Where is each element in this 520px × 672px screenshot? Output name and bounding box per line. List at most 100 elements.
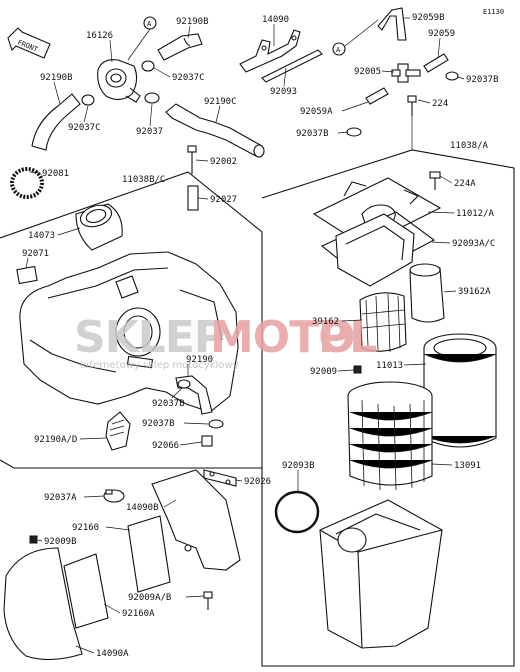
- label-92009: 92009: [310, 367, 337, 377]
- clip-92037: [144, 92, 160, 104]
- label-13091: 13091: [454, 461, 481, 471]
- airbox-base: [319, 499, 443, 649]
- label-92190ad: 92190A/D: [34, 435, 77, 445]
- label-14073: 14073: [28, 231, 55, 241]
- label-92037b-mid: 92037B: [296, 129, 329, 139]
- label-92059a: 92059A: [300, 107, 333, 117]
- label-92093ac: 92093A/C: [452, 239, 495, 249]
- duct-14073: [75, 203, 123, 251]
- label-92005: 92005: [354, 67, 381, 77]
- hose-92190b-top: [157, 33, 203, 61]
- svg-text:A: A: [147, 20, 152, 28]
- filter-assembly-panel: [261, 149, 515, 667]
- label-92037c-top: 92037C: [172, 73, 205, 83]
- callout-a-marker-top: A: [127, 16, 157, 61]
- clip-92037c-left: [81, 94, 95, 106]
- strip-92093: [261, 49, 323, 83]
- label-92190c: 92190C: [204, 97, 237, 107]
- label-14090: 14090: [262, 15, 289, 25]
- watermark: SKLEP MOTO PL internetowy sklep motocykl…: [74, 312, 377, 371]
- hose-92059b: [377, 7, 407, 41]
- front-arrow-icon: FRONT: [7, 27, 51, 59]
- clip-92037b-right: [445, 71, 459, 81]
- hose-92190b-left: [31, 93, 81, 151]
- bracket-92026: [203, 469, 237, 487]
- clip-92037b-mid: [346, 127, 362, 137]
- label-92190b-left: 92190B: [40, 73, 73, 83]
- cartridge-39162a: [409, 263, 445, 323]
- label-11038bc: 11038B/C: [122, 175, 165, 185]
- bolt-92009a-b: [203, 591, 213, 610]
- label-224: 224: [432, 99, 448, 109]
- spring-92081: [10, 167, 44, 199]
- label-92037a: 92037A: [44, 493, 77, 503]
- bolt-92009b: [29, 535, 38, 544]
- label-92093b: 92093B: [282, 461, 315, 471]
- block-92071: [16, 265, 38, 285]
- label-92059: 92059: [428, 29, 455, 39]
- label-92026: 92026: [244, 477, 271, 487]
- figure-code: E1130: [483, 8, 504, 16]
- label-92037b-low2: 92037B: [142, 419, 175, 429]
- label-92190: 92190: [186, 355, 213, 365]
- fitting-92066: [201, 435, 213, 447]
- oring-92093b: [274, 490, 320, 534]
- label-16126: 16126: [86, 31, 113, 41]
- cover-14090a: [3, 547, 83, 661]
- label-92027: 92027: [210, 195, 237, 205]
- hose-92059: [423, 53, 449, 73]
- label-92160: 92160: [72, 523, 99, 533]
- clip-92037b-low2: [208, 419, 224, 429]
- fitting-92005: [391, 63, 421, 83]
- label-14090b: 14090B: [126, 503, 159, 513]
- mesh-13091: [347, 381, 433, 491]
- label-92002: 92002: [210, 157, 237, 167]
- label-39162a: 39162A: [458, 287, 491, 297]
- label-92009ab: 92009A/B: [128, 593, 171, 603]
- watermark-brand-mid: MOTO: [210, 312, 355, 363]
- label-92037b-lower: 92037B: [152, 399, 185, 409]
- valve-16126: [97, 59, 141, 103]
- hose-92059a: [365, 87, 389, 105]
- label-92071: 92071: [22, 249, 49, 259]
- label-14090a: 14090A: [96, 649, 129, 659]
- label-11013: 11013: [376, 361, 403, 371]
- clip-92037b-lower: [177, 379, 191, 389]
- label-92081: 92081: [42, 169, 69, 179]
- label-224a: 224A: [454, 179, 476, 189]
- airbox-lid-panel: [0, 171, 263, 469]
- filter-92160: [127, 515, 171, 593]
- bolt-92002: [187, 145, 197, 174]
- filter-11013: [423, 333, 497, 448]
- label-92037c-left: 92037C: [68, 123, 101, 133]
- housing-top: [335, 213, 415, 287]
- label-92059b: 92059B: [412, 13, 445, 23]
- label-11038a: 11038/A: [450, 141, 489, 151]
- bolt-224: [407, 95, 417, 116]
- filter-92160a: [63, 553, 109, 629]
- label-92009b: 92009B: [44, 537, 77, 547]
- airbox-cover: [19, 251, 239, 413]
- label-92160a: 92160A: [122, 609, 155, 619]
- pipe-92027: [187, 185, 199, 211]
- clip-92037c-top: [141, 60, 155, 72]
- callout-a-marker-right: A: [332, 19, 379, 56]
- bracket-14090: [239, 29, 301, 73]
- bolt-224a: [429, 171, 441, 190]
- svg-text:A: A: [336, 46, 341, 54]
- hose-92190c: [165, 103, 265, 158]
- label-39162: 39162: [312, 317, 339, 327]
- label-92066: 92066: [152, 441, 179, 451]
- label-11012a: 11012/A: [456, 209, 495, 219]
- watermark-brand-left: SKLEP: [74, 312, 225, 363]
- label-92037: 92037: [136, 127, 163, 137]
- bolt-92009: [353, 365, 362, 374]
- label-92190b-top: 92190B: [176, 17, 209, 27]
- cover-14090b: [151, 469, 241, 571]
- clamp-92037a: [103, 489, 125, 503]
- cage-39162: [359, 292, 407, 353]
- watermark-tagline: internetowy sklep motocyklowy: [80, 360, 239, 371]
- label-92093: 92093: [270, 87, 297, 97]
- elbow-92190a-d: [105, 411, 131, 451]
